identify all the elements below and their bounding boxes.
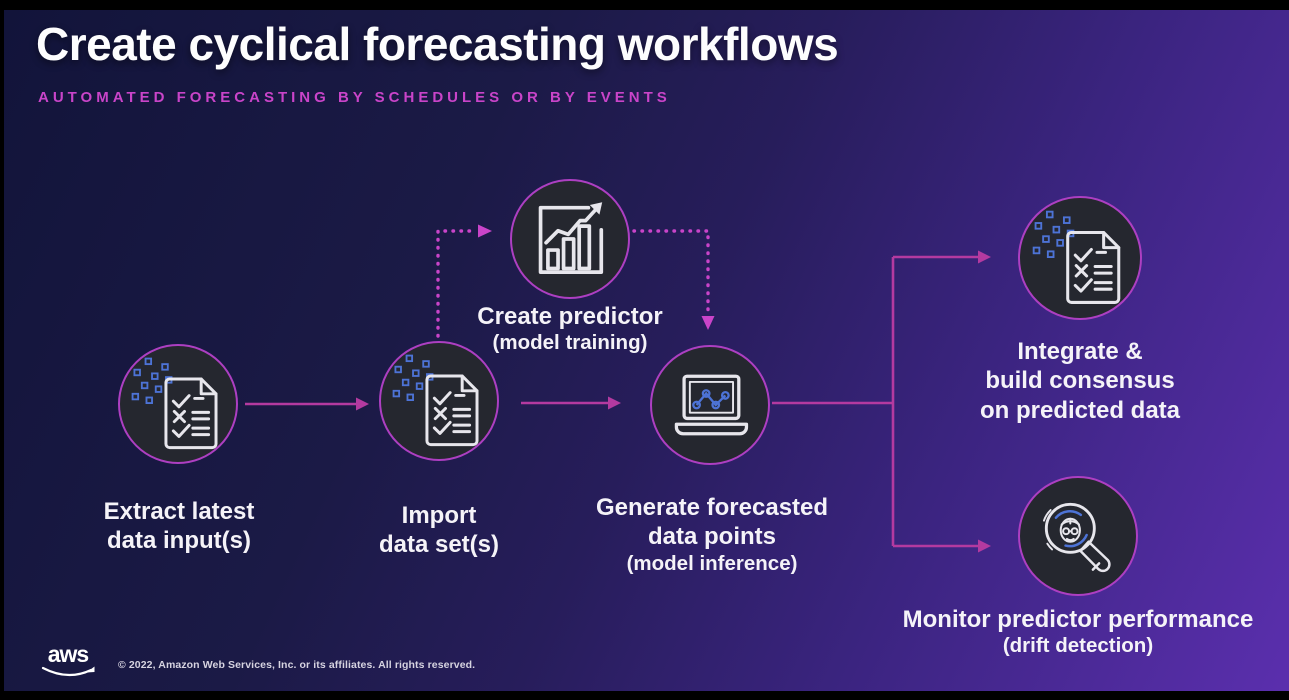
node-create-predictor	[510, 179, 630, 299]
arrow-branch-to-integrate	[893, 250, 991, 264]
arrow-extract-to-import	[245, 397, 369, 411]
label-extract: Extract latest data input(s)	[59, 497, 299, 556]
laptop-line-chart-icon	[674, 374, 749, 436]
node-extract-data-inputs	[118, 344, 238, 464]
label-predictor-subtext: (model training)	[492, 331, 648, 355]
node-integrate-consensus	[1018, 196, 1142, 320]
label-extract-text: Extract latest data input(s)	[103, 498, 255, 555]
label-monitor-text: Monitor predictor performance	[902, 606, 1254, 633]
label-monitor-subtext: (drift detection)	[1002, 634, 1154, 658]
aws-logo: aws	[38, 643, 98, 686]
magnifier-face-icon	[1042, 502, 1111, 573]
top-letterbox-bar	[0, 0, 1289, 10]
copyright-text: © 2022, Amazon Web Services, Inc. or its…	[118, 659, 476, 671]
aws-smile-arrow-icon	[41, 666, 95, 677]
page-title: Create cyclical forecasting workflows	[36, 18, 839, 70]
label-predictor: Create predictor (model training)	[450, 302, 690, 356]
label-integrate: Integrate & build consensus on predicted…	[958, 337, 1202, 425]
arrow-import-to-generate	[521, 396, 621, 410]
label-import-text: Import data set(s)	[378, 502, 500, 559]
label-generate-subtext: (model inference)	[626, 551, 798, 575]
node-import-data-sets	[379, 341, 499, 461]
left-letterbox-bar	[0, 0, 4, 700]
document-checklist-data-icon	[127, 353, 229, 455]
document-checklist-data-icon	[388, 350, 490, 452]
arrow-branch-to-monitor	[893, 539, 991, 553]
page-subtitle: AUTOMATED FORECASTING BY SCHEDULES OR BY…	[38, 89, 671, 106]
label-integrate-text: Integrate & build consensus on predicted…	[979, 338, 1181, 424]
label-import: Import data set(s)	[339, 501, 539, 560]
document-checklist-data-icon	[1028, 206, 1132, 310]
label-generate: Generate forecasted data points (model i…	[590, 493, 834, 576]
label-predictor-text: Create predictor	[477, 303, 663, 330]
node-generate-forecast	[650, 345, 770, 465]
label-monitor: Monitor predictor performance (drift det…	[896, 605, 1260, 659]
bar-chart-growth-icon	[538, 202, 604, 274]
label-generate-text: Generate forecasted data points	[595, 494, 829, 551]
bottom-letterbox-bar	[0, 691, 1289, 700]
aws-logo-text: aws	[47, 641, 89, 667]
node-monitor-performance	[1018, 476, 1138, 596]
